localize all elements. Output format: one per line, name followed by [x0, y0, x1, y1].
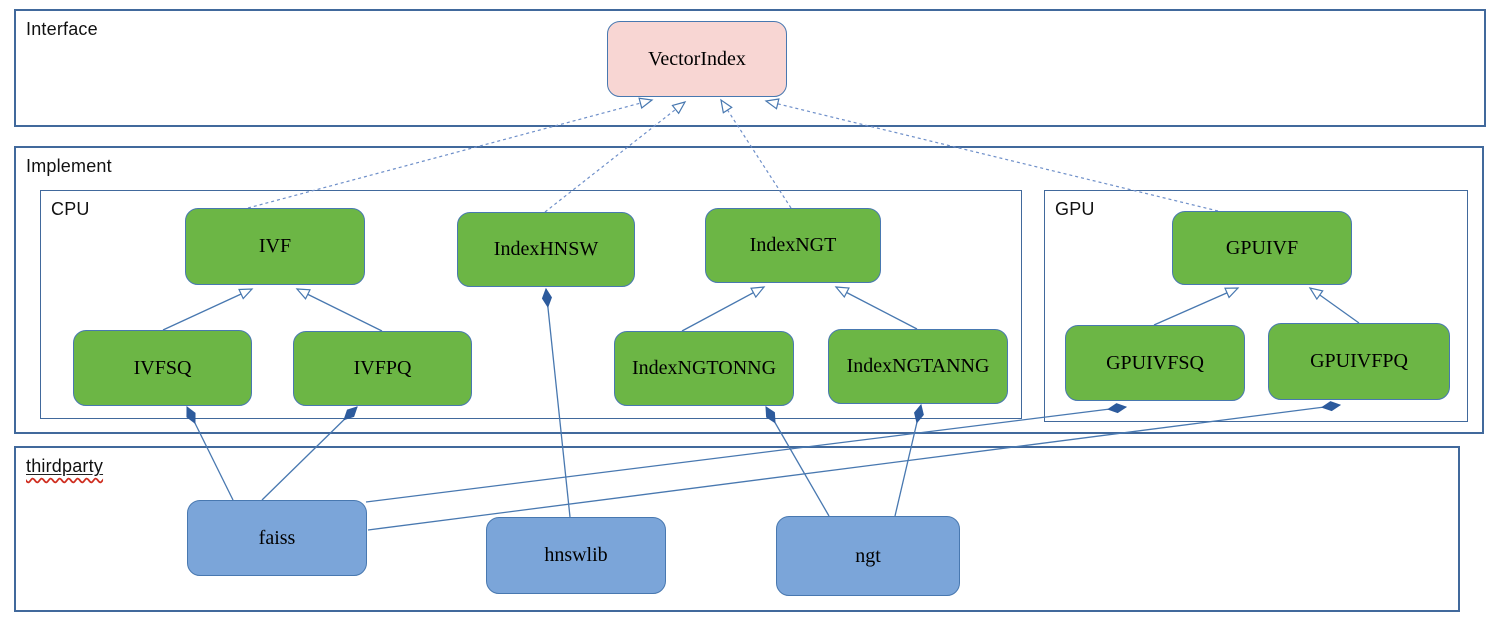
container-label-implement: Implement: [26, 156, 112, 176]
node-GPUIVFSQ[interactable]: GPUIVFSQ: [1065, 325, 1245, 401]
container-label-thirdparty: thirdparty: [26, 456, 103, 477]
node-IndexHNSW[interactable]: IndexHNSW: [457, 212, 635, 287]
node-IVFPQ[interactable]: IVFPQ: [293, 331, 472, 406]
node-IndexNGT[interactable]: IndexNGT: [705, 208, 881, 283]
node-GPUIVF[interactable]: GPUIVF: [1172, 211, 1352, 285]
node-faiss[interactable]: faiss: [187, 500, 367, 576]
node-GPUIVFPQ[interactable]: GPUIVFPQ: [1268, 323, 1450, 400]
container-label-thirdparty-text: thirdparty: [26, 456, 104, 476]
node-ngt[interactable]: ngt: [776, 516, 960, 596]
node-IVFSQ[interactable]: IVFSQ: [73, 330, 252, 406]
node-IndexNGTANNG[interactable]: IndexNGTANNG: [828, 329, 1008, 404]
node-IndexNGTONNG[interactable]: IndexNGTONNG: [614, 331, 794, 406]
node-VectorIndex[interactable]: VectorIndex: [607, 21, 787, 97]
container-label-cpu: CPU: [51, 199, 90, 219]
container-label-interface: Interface: [26, 19, 98, 39]
node-IVF[interactable]: IVF: [185, 208, 365, 285]
container-label-gpu: GPU: [1055, 199, 1095, 219]
node-hnswlib[interactable]: hnswlib: [486, 517, 666, 594]
